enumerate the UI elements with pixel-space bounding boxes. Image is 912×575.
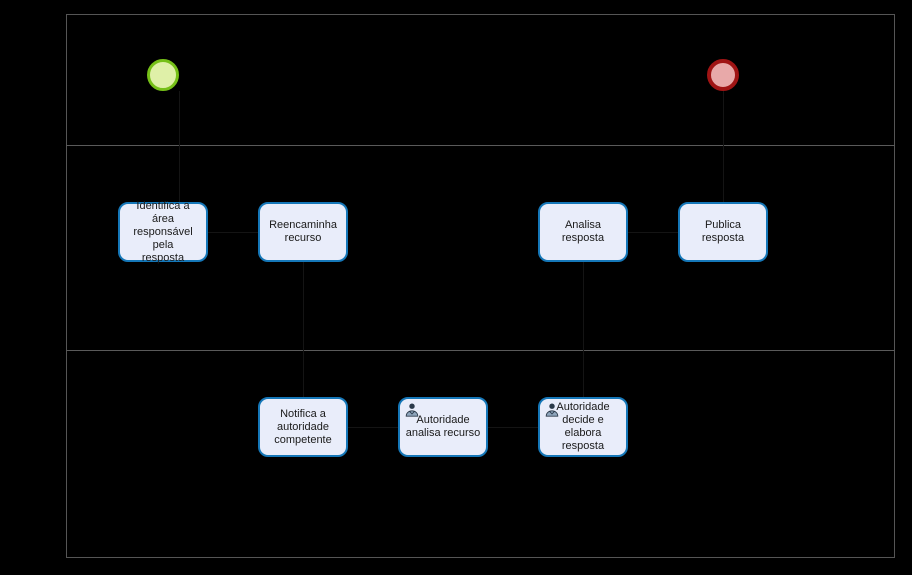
task-task-autoridade-decide[interactable]: Autoridade decide e elabora resposta bbox=[538, 397, 628, 457]
task-task-notifica-autoridade[interactable]: Notifica a autoridade competente bbox=[258, 397, 348, 457]
task-label: Publica resposta bbox=[701, 219, 745, 244]
flow-start-to-identifica bbox=[179, 91, 180, 202]
user-task-icon bbox=[544, 402, 560, 418]
task-label: Reencaminha recurso bbox=[269, 219, 337, 244]
flow-notifica-to-analisa-recurso bbox=[348, 427, 398, 428]
task-label: Notifica a autoridade competente bbox=[274, 407, 332, 446]
flow-analisa-recurso-to-decide bbox=[488, 427, 538, 428]
task-task-reencaminha-recurso[interactable]: Reencaminha recurso bbox=[258, 202, 348, 262]
flow-decide-to-analisa-resposta bbox=[583, 262, 584, 397]
flow-identifica-to-reencaminha bbox=[208, 232, 258, 233]
task-task-autoridade-analisa-recurso[interactable]: Autoridade analisa recurso bbox=[398, 397, 488, 457]
process-pool bbox=[66, 14, 895, 558]
flow-analisa-to-publica bbox=[628, 232, 678, 233]
task-label: Identifica a área responsável pela respo… bbox=[133, 199, 193, 264]
task-task-identifica-area[interactable]: Identifica a área responsável pela respo… bbox=[118, 199, 208, 264]
task-label: Autoridade decide e elabora resposta bbox=[556, 401, 610, 452]
user-task-icon bbox=[404, 402, 420, 418]
lane-divider-bottom bbox=[66, 350, 895, 351]
lane-divider-top bbox=[66, 145, 895, 146]
start-event[interactable] bbox=[147, 59, 179, 91]
task-task-publica-resposta[interactable]: Publica resposta bbox=[678, 202, 768, 262]
end-event[interactable] bbox=[707, 59, 739, 91]
task-label: Analisa resposta bbox=[561, 219, 605, 244]
flow-reencaminha-to-notifica bbox=[303, 262, 304, 397]
task-label: Autoridade analisa recurso bbox=[405, 414, 481, 439]
flow-publica-to-end bbox=[723, 91, 724, 202]
task-task-analisa-resposta[interactable]: Analisa resposta bbox=[538, 202, 628, 262]
